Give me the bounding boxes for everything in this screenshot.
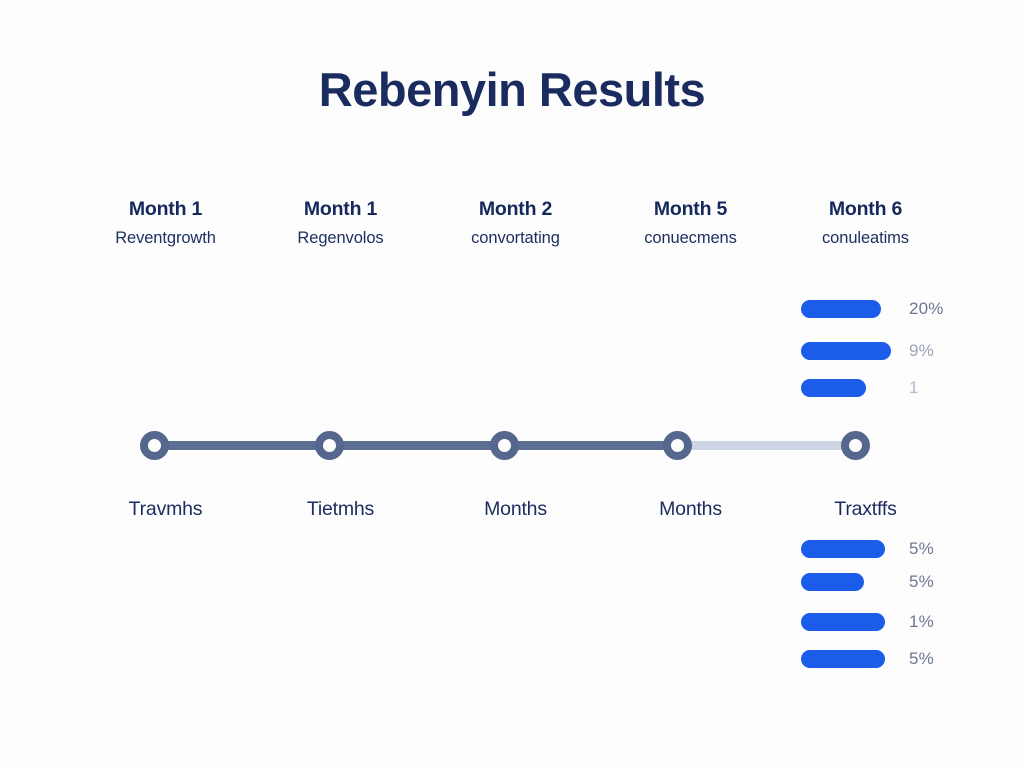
milestone-subtitle: convortating <box>471 229 560 248</box>
bar-row: 5% <box>801 649 934 668</box>
milestone-subtitle: Reventgrowth <box>115 229 216 248</box>
milestone-column: Month 2 convortating <box>428 198 603 249</box>
axis-label: Tietmhs <box>306 498 375 520</box>
milestone-column: Month 5 conuecmens <box>603 198 778 249</box>
axis-label: Traxtffs <box>834 498 897 520</box>
bar-value-label: 5% <box>909 572 934 591</box>
milestone-subtitle: conuleatims <box>822 229 909 248</box>
milestone-column: Month 6 conuleatims <box>778 198 953 249</box>
bar-row: 5% <box>801 572 934 591</box>
timeline-track-remaining <box>674 441 856 450</box>
bar-row: 20% <box>801 299 943 318</box>
milestone-subtitle: Regenvolos <box>297 229 384 248</box>
milestone-title: Month 2 <box>478 198 553 220</box>
bar-value-label: 20% <box>909 299 944 318</box>
bar-fill <box>801 540 885 558</box>
bar-row: 9% <box>801 341 934 360</box>
bar-group-top: 20% 9% 1 <box>801 299 943 397</box>
timeline-node-3[interactable] <box>490 431 519 460</box>
bar-fill <box>801 379 866 397</box>
timeline-node-5[interactable] <box>841 431 870 460</box>
milestone-header-row: Month 1 Reventgrowth Month 1 Regenvolos … <box>78 198 958 249</box>
axis-label: Travmhs <box>128 498 203 520</box>
bar-row: 1% <box>801 612 934 631</box>
bar-row: 5% <box>801 539 934 558</box>
bar-row: 1 <box>801 378 918 397</box>
milestone-title: Month 1 <box>128 198 203 220</box>
milestone-column: Month 1 Reventgrowth <box>78 198 253 249</box>
axis-label-row: Travmhs Tietmhs Months Months Traxtffs <box>78 498 958 521</box>
bar-group-bottom: 5% 5% 1% 5% <box>801 539 934 668</box>
bar-value-label: 5% <box>909 649 934 668</box>
bar-value-label: 9% <box>909 341 934 360</box>
milestone-subtitle: conuecmens <box>644 229 737 248</box>
axis-label: Months <box>484 498 547 520</box>
axis-label: Months <box>659 498 722 520</box>
page-title: Rebenyin Results <box>318 63 706 116</box>
bar-value-label: 1% <box>909 612 934 631</box>
timeline-node-4[interactable] <box>663 431 692 460</box>
timeline-node-2[interactable] <box>315 431 344 460</box>
timeline-node-1[interactable] <box>140 431 169 460</box>
bar-fill <box>801 300 881 318</box>
bar-value-label: 5% <box>909 539 934 558</box>
milestone-title: Month 1 <box>303 198 378 220</box>
bar-fill <box>801 342 891 360</box>
bar-fill <box>801 650 885 668</box>
bar-fill <box>801 613 885 631</box>
milestone-title: Month 6 <box>828 198 903 220</box>
bar-value-label: 1 <box>909 378 919 397</box>
timeline-track-completed <box>154 441 776 450</box>
milestone-title: Month 5 <box>653 198 728 220</box>
milestone-column: Month 1 Regenvolos <box>253 198 428 249</box>
bar-fill <box>801 573 864 591</box>
timeline <box>78 425 958 467</box>
